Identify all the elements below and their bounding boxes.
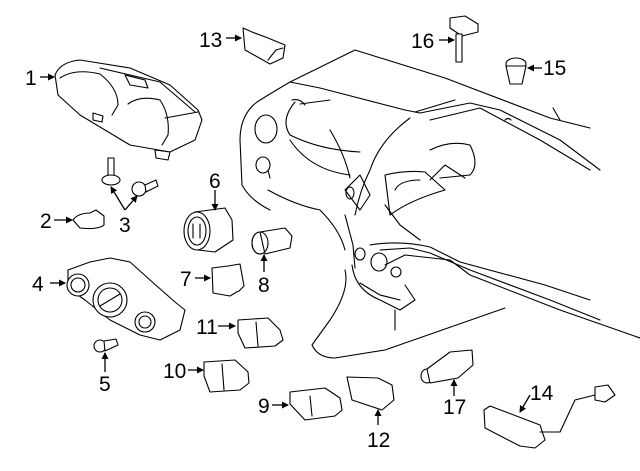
dashboard-illustration xyxy=(239,49,640,359)
part-11-switch[interactable] xyxy=(237,317,284,349)
part-3-screws[interactable] xyxy=(101,157,159,197)
part-12-switch[interactable] xyxy=(346,376,395,411)
part-14-wire-harness[interactable] xyxy=(483,384,616,449)
part-2-clip[interactable] xyxy=(72,209,105,230)
part-17-switch[interactable] xyxy=(420,349,474,384)
callout-8: 8 xyxy=(258,274,270,297)
callout-14: 14 xyxy=(530,382,554,405)
callout-3: 3 xyxy=(119,214,131,237)
callout-4: 4 xyxy=(32,273,44,296)
part-4-climate-control[interactable] xyxy=(66,257,186,341)
part-16-sensor[interactable] xyxy=(449,15,479,63)
callout-6: 6 xyxy=(209,170,221,193)
part-7-switch[interactable] xyxy=(211,263,245,297)
callout-5: 5 xyxy=(99,373,111,396)
part-13-cover[interactable] xyxy=(242,27,286,65)
part-10-switch[interactable] xyxy=(203,359,250,393)
part-5-screw[interactable] xyxy=(93,338,119,353)
callout-12: 12 xyxy=(367,429,390,452)
part-8-ignition-switch[interactable] xyxy=(251,227,293,255)
callout-labels: 1 2 3 4 5 6 7 8 9 10 11 12 13 14 15 16 1… xyxy=(25,29,566,452)
callout-1: 1 xyxy=(25,67,37,90)
callout-15: 15 xyxy=(543,57,566,80)
part-1-instrument-cluster[interactable] xyxy=(54,59,203,161)
callout-2: 2 xyxy=(40,210,52,233)
part-15-sensor[interactable] xyxy=(505,57,527,85)
callout-7: 7 xyxy=(180,268,192,291)
leader-arrows xyxy=(40,34,542,425)
part-9-switch[interactable] xyxy=(289,387,343,421)
part-6-headlamp-switch[interactable] xyxy=(183,207,234,253)
callout-10: 10 xyxy=(163,360,186,383)
callout-17: 17 xyxy=(443,396,466,419)
callout-13: 13 xyxy=(199,29,222,52)
callout-16: 16 xyxy=(411,30,434,53)
callout-9: 9 xyxy=(258,395,270,418)
callout-11: 11 xyxy=(196,316,218,339)
